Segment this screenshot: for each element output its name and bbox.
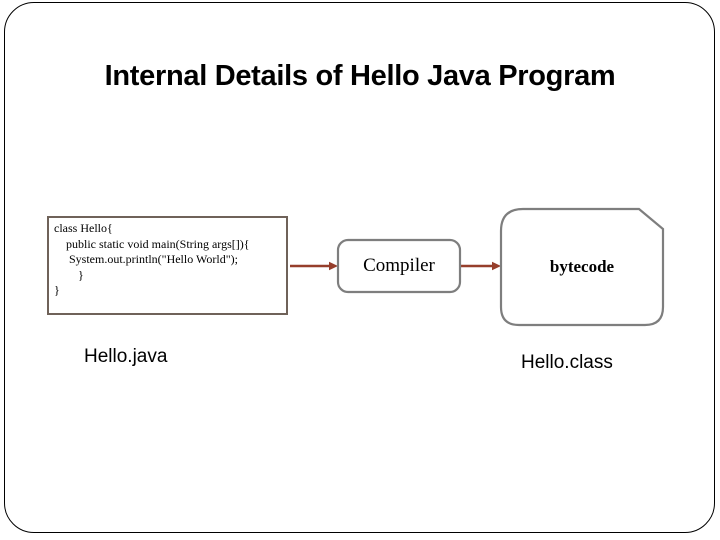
compiler-label: Compiler xyxy=(363,255,435,276)
bytecode-box: bytecode xyxy=(501,209,663,325)
arrow-source-to-compiler xyxy=(290,261,338,271)
hello-java-label: Hello.java xyxy=(84,346,168,367)
slide-title: Internal Details of Hello Java Program xyxy=(104,60,616,92)
bytecode-label: bytecode xyxy=(549,257,615,276)
compiler-box: Compiler xyxy=(338,240,460,292)
arrow-compiler-to-bytecode xyxy=(461,261,501,271)
java-source-code: class Hello{ public static void main(Str… xyxy=(54,221,250,297)
source-code-box: class Hello{ public static void main(Str… xyxy=(47,216,288,315)
hello-class-label: Hello.class xyxy=(521,352,613,373)
